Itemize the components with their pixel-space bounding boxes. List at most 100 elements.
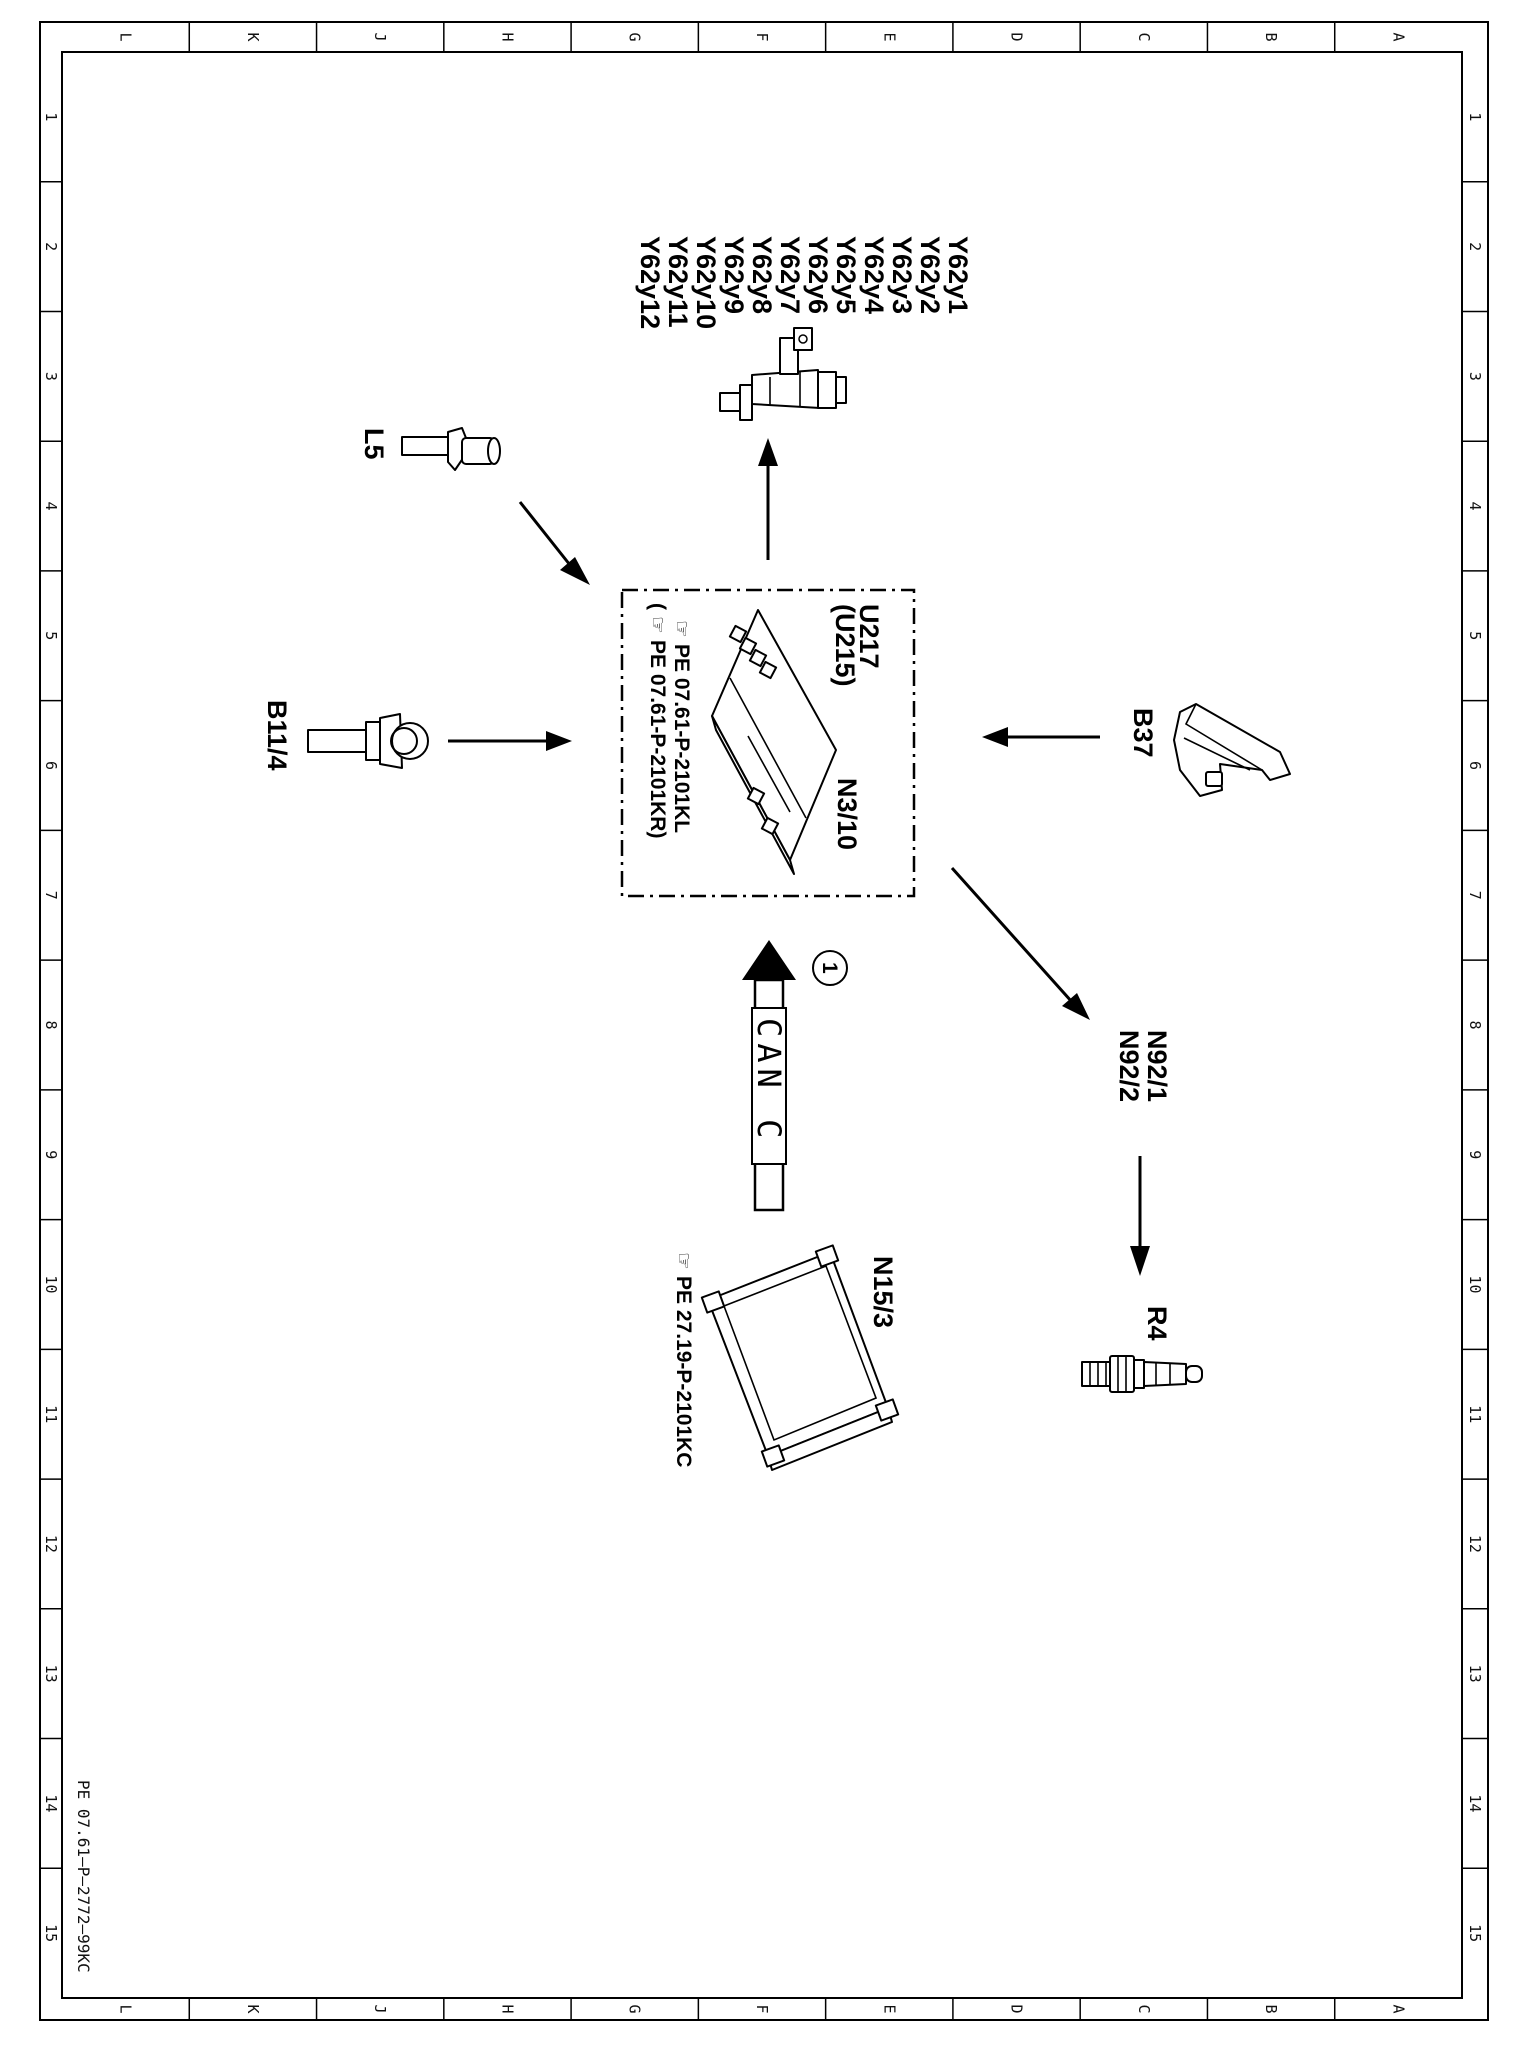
grid-row-label: 11	[42, 1405, 60, 1423]
grid-ticks	[40, 22, 1488, 2020]
grid-row-label: 11	[1466, 1405, 1484, 1423]
arrow-from-b11-4	[448, 731, 572, 751]
grid-row-label: 15	[1466, 1924, 1484, 1942]
grid-column-label: H	[498, 2004, 516, 2013]
n92-1-label: N92/1	[1142, 1030, 1172, 1102]
grid-row-label: 6	[1466, 761, 1484, 770]
grid-column-label: F	[753, 32, 771, 41]
grid-row-label: 8	[1466, 1020, 1484, 1029]
grid-column-label: D	[1008, 32, 1026, 41]
arrow-to-n92	[950, 866, 1090, 1020]
pointing-hand-icon: ☞	[672, 1252, 694, 1270]
pedal-sensor-icon	[1173, 703, 1291, 797]
grid-row-label: 5	[42, 631, 60, 640]
grid-column-label: F	[753, 2004, 771, 2013]
inner-border	[61, 51, 1463, 1999]
grid-column-label: A	[1389, 2004, 1407, 2013]
grid-row-label: 6	[42, 761, 60, 770]
spark-plug-icon	[1081, 1355, 1203, 1393]
arrow-from-b37	[982, 727, 1100, 747]
grid-row-label: 12	[1466, 1535, 1484, 1553]
grid-row-label: 7	[42, 891, 60, 900]
grid-row-label: 10	[42, 1275, 60, 1293]
grid-column-label: E	[880, 2004, 898, 2013]
grid-row-label: 13	[1466, 1665, 1484, 1683]
grid-row-label: 4	[42, 502, 60, 511]
grid-row-label: 10	[1466, 1275, 1484, 1293]
r4-label: R4	[1142, 1306, 1172, 1341]
grid-row-label: 14	[42, 1794, 60, 1812]
grid-column-label: J	[371, 32, 389, 41]
y62-label: Y62y4	[859, 236, 889, 314]
y62-label: Y62y7	[775, 236, 805, 314]
grid-row-label: 2	[42, 242, 60, 251]
grid-column-label: B	[1262, 32, 1280, 41]
l5-label: L5	[359, 428, 389, 460]
reference-kr-text: PE 07.61-P-2101KR)	[646, 640, 669, 838]
pointing-hand-icon: ☞	[670, 620, 692, 638]
grid-column-label: B	[1262, 2004, 1280, 2013]
can-bus-arrow: CAN C	[742, 940, 796, 1212]
outer-border	[39, 21, 1489, 2021]
y62-label: Y62y3	[887, 236, 917, 314]
arrow-to-injectors	[758, 438, 778, 560]
reference-kc: ☞ PE 27.19-P-2101KC	[672, 1252, 695, 1467]
temperature-sensor-icon	[307, 713, 429, 769]
callout-circle: 1	[812, 950, 848, 986]
n15-3-label: N15/3	[868, 1256, 898, 1328]
grid-row-label: 8	[42, 1020, 60, 1029]
grid-row-label: 9	[42, 1150, 60, 1159]
reference-kr: ( ☞ PE 07.61-P-2101KR)	[646, 603, 669, 838]
reference-kl: ☞ PE 07.61-P-2101KL	[670, 620, 693, 833]
grid-row-label: 14	[1466, 1794, 1484, 1812]
fuel-injector-icon	[719, 327, 847, 421]
drawing-number: PE 07.61–P–2772–99KC	[74, 1780, 93, 1973]
grid-column-label: G	[626, 2004, 644, 2013]
y62-label: Y62y2	[915, 236, 945, 314]
n92-2-label: N92/2	[1114, 1030, 1144, 1102]
u217-label: U217	[854, 604, 884, 669]
arrow-from-l5	[518, 501, 590, 585]
y62-label-list: Y62y1 Y62y2 Y62y3 Y62y4 Y62y5 Y62y6 Y62y…	[635, 236, 973, 329]
y62-label: Y62y8	[747, 236, 777, 314]
grid-column-label: A	[1389, 32, 1407, 41]
grid-row-label: 15	[42, 1924, 60, 1942]
control-unit-icon	[711, 609, 837, 875]
callout-number: 1	[818, 962, 841, 974]
n3-10-label: N3/10	[832, 778, 862, 850]
y62-label: Y62y11	[663, 236, 693, 328]
transmission-module-icon	[700, 1244, 900, 1471]
grid-row-label: 9	[1466, 1150, 1484, 1159]
grid-row-label: 1	[1466, 112, 1484, 121]
crankshaft-sensor-icon	[401, 427, 501, 471]
y62-label: Y62y1	[943, 236, 973, 314]
grid-column-label: K	[244, 32, 262, 41]
grid-row-label: 4	[1466, 502, 1484, 511]
grid-row-label: 7	[1466, 891, 1484, 900]
b37-label: B37	[1128, 708, 1158, 758]
reference-kc-text: PE 27.19-P-2101KC	[672, 1276, 695, 1467]
arrow-to-r4	[1130, 1156, 1150, 1276]
reference-kr-open: (	[646, 603, 669, 610]
grid-column-label: K	[244, 2004, 262, 2013]
grid-row-label: 12	[42, 1535, 60, 1553]
grid-column-label: L	[117, 32, 135, 41]
grid-column-label: C	[1135, 32, 1153, 41]
grid-column-label: L	[117, 2004, 135, 2013]
grid-row-label: 13	[42, 1665, 60, 1683]
grid-row-label: 3	[42, 372, 60, 381]
grid-column-label: D	[1008, 2004, 1026, 2013]
y62-label: Y62y12	[635, 236, 665, 329]
grid-row-label: 3	[1466, 372, 1484, 381]
grid-row-label: 1	[42, 112, 60, 121]
y62-label: Y62y10	[691, 236, 721, 329]
grid-row-label: 2	[1466, 242, 1484, 251]
b11-4-label: B11/4	[262, 700, 292, 771]
pointing-hand-icon: ☞	[646, 616, 668, 634]
grid-column-label: G	[626, 32, 644, 41]
u215-label: (U215)	[830, 604, 860, 687]
y62-label: Y62y6	[803, 236, 833, 314]
